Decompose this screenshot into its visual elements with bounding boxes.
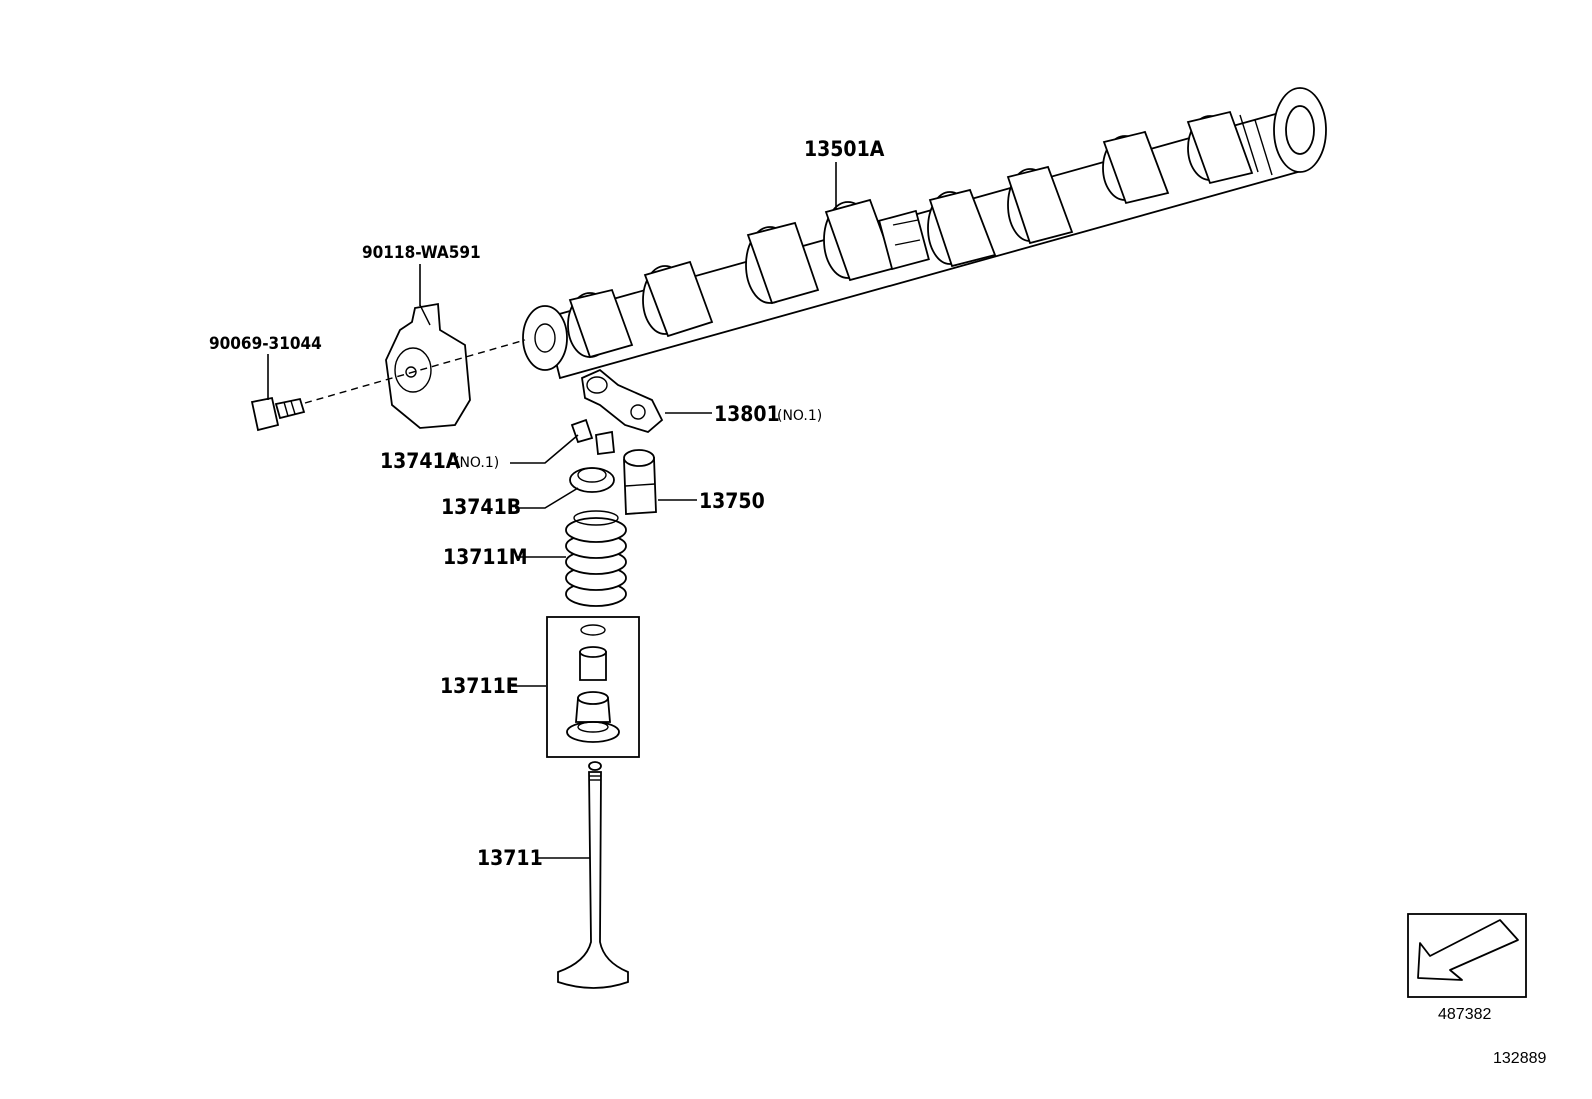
lash-adjuster-illustration[interactable] [623, 449, 657, 515]
callout-plate[interactable]: 90118-WA591 [362, 243, 481, 263]
spring-retainer-illustration[interactable] [569, 467, 615, 493]
callout-valve-spring[interactable]: 13711M [443, 545, 528, 569]
callout-bolt[interactable]: 90069-31044 [209, 334, 322, 354]
callout-valve-lock-suffix: (NO.1) [454, 455, 499, 471]
camshaft-illustration[interactable] [522, 87, 1327, 380]
bolt-illustration[interactable] [250, 396, 306, 432]
valve-spring-illustration[interactable] [565, 510, 627, 607]
rocker-arm-illustration[interactable] [581, 368, 664, 434]
reference-box[interactable] [1407, 913, 1527, 998]
drawing-number: 132889 [1493, 1050, 1546, 1067]
arrow-icon [1417, 919, 1519, 981]
callout-rocker-arm[interactable]: 13801 [714, 402, 780, 426]
camshaft-plate-illustration[interactable] [385, 302, 471, 429]
callout-valve-seal-set[interactable]: 13711E [440, 674, 519, 698]
valve-seal-set-illustration[interactable] [546, 616, 640, 758]
valve-illustration[interactable] [557, 761, 629, 989]
assembly-dashed-line [304, 339, 526, 404]
callout-camshaft[interactable]: 13501A [804, 137, 885, 161]
reference-box-code: 487382 [1438, 1006, 1491, 1023]
callout-valve-lock[interactable]: 13741A [380, 449, 461, 473]
callout-lash-adjuster[interactable]: 13750 [699, 489, 765, 513]
valve-lock-illustration[interactable] [570, 418, 615, 456]
callout-rocker-arm-suffix: (NO.1) [777, 408, 822, 424]
callout-spring-retainer[interactable]: 13741B [441, 495, 521, 519]
leader-lines [267, 162, 837, 859]
callout-valve[interactable]: 13711 [477, 846, 543, 870]
